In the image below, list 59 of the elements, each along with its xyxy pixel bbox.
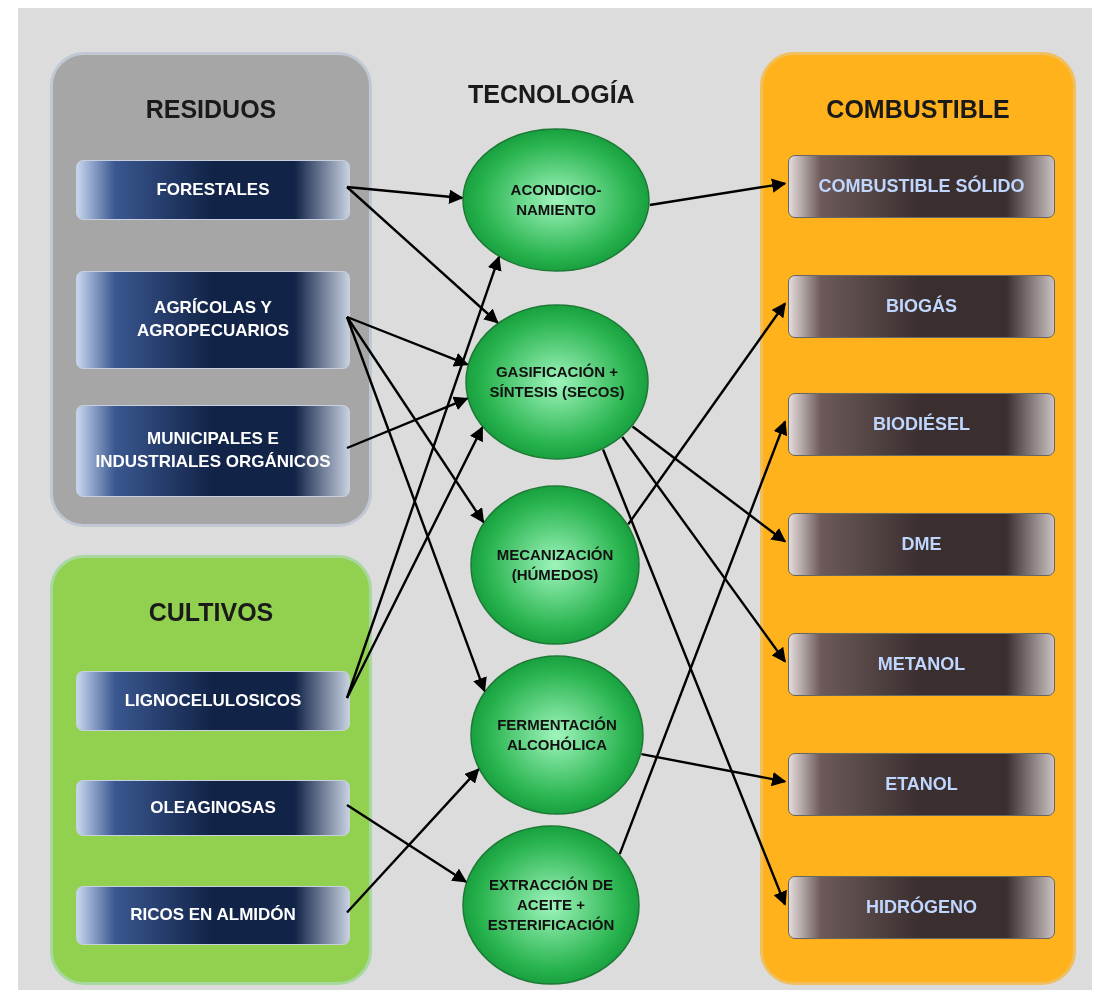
node-label: ETANOL bbox=[885, 774, 958, 795]
group-heading: RESIDUOS bbox=[145, 95, 277, 124]
arrow bbox=[621, 436, 786, 663]
node-label: RICOS EN ALMIDÓN bbox=[130, 904, 296, 927]
source-box bbox=[76, 886, 350, 945]
arrow bbox=[346, 396, 469, 450]
arrow bbox=[345, 426, 484, 699]
fuel-box bbox=[788, 155, 1055, 218]
group-panel bbox=[50, 555, 372, 985]
process-ellipse bbox=[470, 485, 640, 645]
arrow bbox=[346, 768, 480, 914]
arrow bbox=[601, 449, 787, 906]
node-label: FERMENTACIÓN ALCOHÓLICA bbox=[496, 714, 618, 755]
fuel-box bbox=[788, 275, 1055, 338]
node-label: ACONDICIO- NAMIENTO bbox=[509, 179, 603, 220]
node-label: OLEAGINOSAS bbox=[150, 796, 276, 819]
source-box bbox=[76, 671, 350, 731]
arrow bbox=[345, 316, 487, 693]
node-label: DME bbox=[901, 534, 942, 555]
group-panel bbox=[50, 52, 372, 527]
arrow bbox=[346, 186, 499, 324]
node-label: EXTRACCIÓN DE ACEITE + ESTERIFICACIÓN bbox=[486, 874, 616, 936]
fuel-box bbox=[788, 753, 1055, 816]
node-label: HIDRÓGENO bbox=[866, 897, 977, 918]
group-panel bbox=[760, 52, 1076, 985]
node-label: FORESTALES bbox=[156, 178, 270, 201]
arrow bbox=[346, 316, 485, 524]
arrow bbox=[346, 315, 469, 367]
group-heading: COMBUSTIBLE bbox=[826, 95, 1010, 124]
node-label: BIODIÉSEL bbox=[873, 414, 970, 435]
node-label: MUNICIPALES E INDUSTRIALES ORGÁNICOS bbox=[94, 428, 332, 473]
arrow bbox=[631, 425, 787, 543]
process-ellipse bbox=[462, 128, 650, 272]
node-label: MECANIZACIÓN (HÚMEDOS) bbox=[495, 544, 615, 585]
node-label: GASIFICACIÓN + SÍNTESIS (SECOS) bbox=[488, 361, 626, 402]
node-label: LIGNOCELULOSICOS bbox=[124, 689, 302, 712]
process-ellipse bbox=[465, 304, 649, 460]
source-box bbox=[76, 271, 350, 369]
arrow bbox=[649, 178, 787, 207]
group-heading: CULTIVOS bbox=[148, 598, 274, 627]
node-label: AGRÍCOLAS Y AGROPECUARIOS bbox=[135, 297, 291, 342]
process-ellipse bbox=[470, 655, 644, 815]
arrow bbox=[641, 753, 787, 787]
process-ellipse bbox=[462, 825, 640, 985]
node-label: BIOGÁS bbox=[886, 296, 957, 317]
arrow bbox=[346, 804, 468, 883]
fuel-box bbox=[788, 633, 1055, 696]
arrow bbox=[346, 185, 464, 204]
fuel-box bbox=[788, 876, 1055, 939]
source-box bbox=[76, 405, 350, 497]
arrow bbox=[618, 420, 788, 855]
source-box bbox=[76, 780, 350, 836]
arrow bbox=[627, 302, 786, 526]
node-label: COMBUSTIBLE SÓLIDO bbox=[818, 176, 1025, 197]
source-box bbox=[76, 160, 350, 220]
fuel-box bbox=[788, 513, 1055, 576]
node-label: METANOL bbox=[877, 654, 966, 675]
fuel-box bbox=[788, 393, 1055, 456]
column-heading: TECNOLOGÍA bbox=[468, 80, 635, 109]
